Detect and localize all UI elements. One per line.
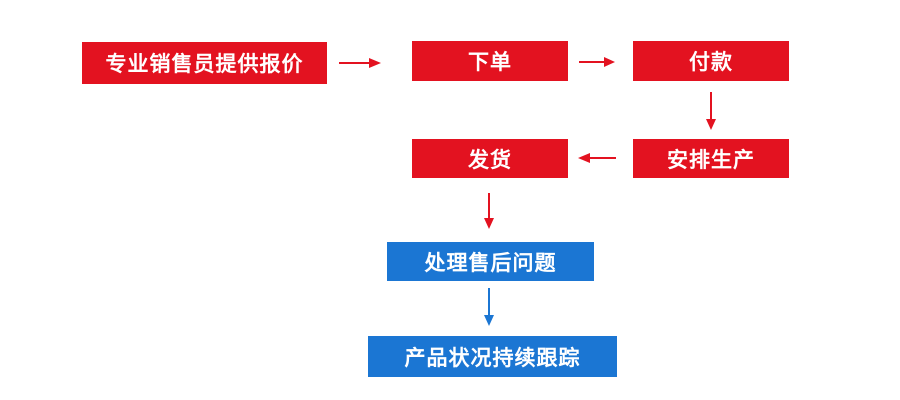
node-ship-goods: 发货 <box>412 139 568 178</box>
node-quote: 专业销售员提供报价 <box>82 42 327 84</box>
node-ship-goods-label: 发货 <box>468 148 512 172</box>
node-place-order: 下单 <box>412 41 568 81</box>
arrow-quote-to-order-icon <box>339 58 381 68</box>
node-arrange-production-label: 安排生产 <box>667 148 755 172</box>
arrow-production-to-ship-icon <box>578 153 616 163</box>
arrow-ship-to-aftersales-icon <box>484 193 494 229</box>
node-arrange-production: 安排生产 <box>633 139 789 178</box>
arrow-aftersales-to-tracking-icon <box>484 288 494 326</box>
node-quote-label: 专业销售员提供报价 <box>105 53 304 76</box>
node-place-order-label: 下单 <box>468 51 512 74</box>
arrow-order-to-payment-icon <box>579 57 615 67</box>
node-after-sales: 处理售后问题 <box>387 242 594 281</box>
node-payment: 付款 <box>633 41 789 81</box>
node-tracking-label: 产品状况持续跟踪 <box>404 346 581 370</box>
arrow-payment-to-production-icon <box>706 92 716 130</box>
node-tracking: 产品状况持续跟踪 <box>368 336 617 377</box>
node-payment-label: 付款 <box>689 51 733 74</box>
node-after-sales-label: 处理售后问题 <box>424 251 557 275</box>
